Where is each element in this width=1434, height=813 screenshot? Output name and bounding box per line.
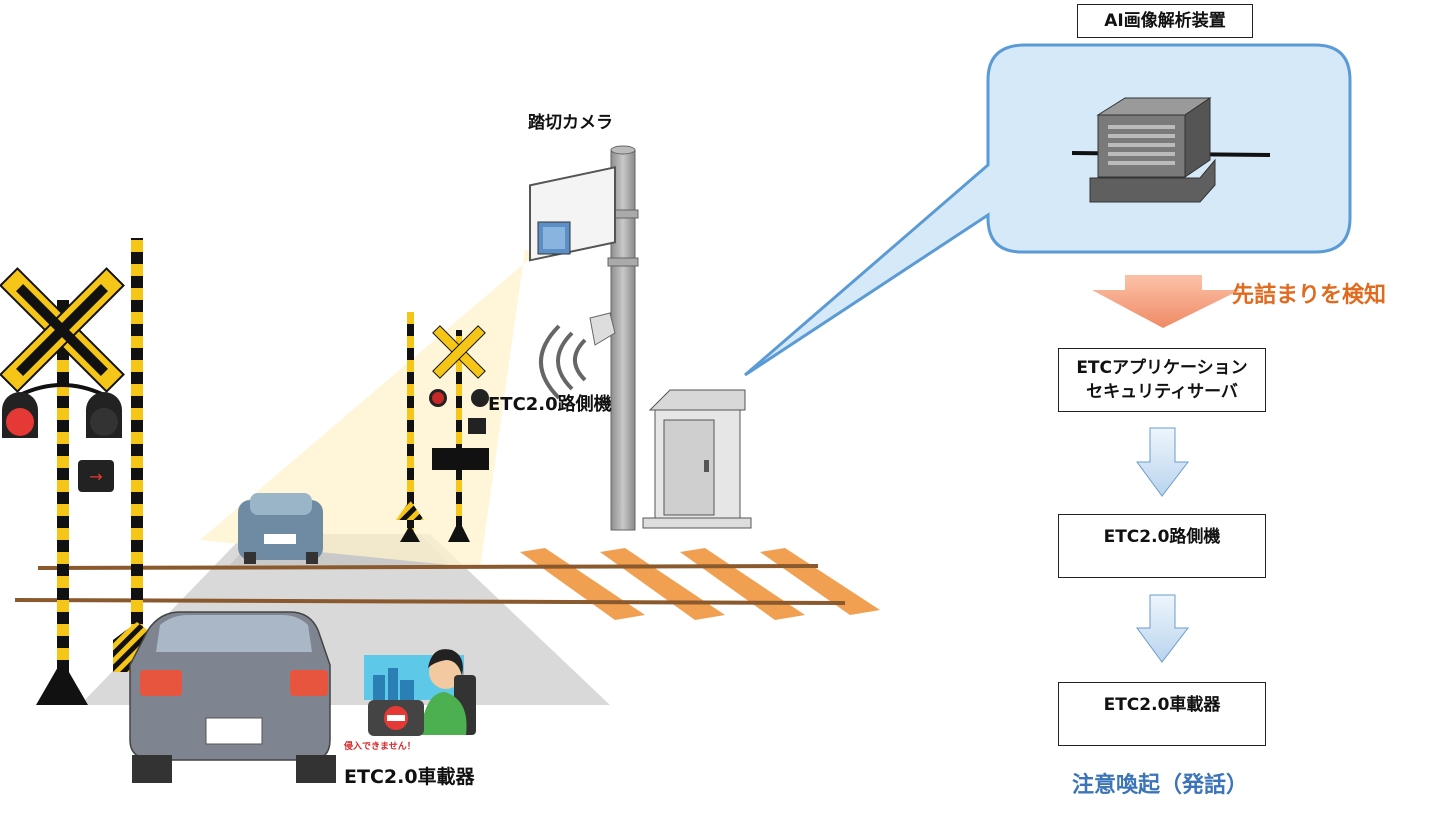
security-server-line1: ETCアプリケーション — [1076, 358, 1248, 378]
ai-device-title-text: AI画像解析装置 — [1104, 11, 1226, 31]
flow-arrow-2 — [1136, 594, 1190, 663]
crossing-signal-left: → — [0, 267, 125, 705]
svg-text:→: → — [89, 467, 102, 486]
driver-illustration — [364, 649, 476, 736]
alert-result-label: 注意喚起（発話） — [1072, 773, 1249, 798]
barrier-pole — [113, 238, 160, 678]
crossing-signal-rear — [396, 312, 489, 542]
railway-track — [14, 548, 880, 620]
detect-label: 先詰まりを検知 — [1232, 283, 1387, 308]
warning-message: 侵入できません！ — [344, 742, 416, 752]
camera-pole — [529, 145, 639, 531]
camera-label: 踏切カメラ — [528, 113, 613, 133]
ai-device-title: AI画像解析装置 — [1077, 4, 1253, 38]
security-server-box: ETCアプリケーション セキュリティサーバ — [1058, 348, 1266, 412]
equipment-cabinet — [642, 389, 752, 529]
near-car — [129, 611, 336, 783]
far-car — [238, 493, 323, 564]
detect-arrow — [1092, 275, 1240, 328]
onboard-unit-label: ETC2.0車載器 — [344, 766, 475, 788]
roadside-unit-box: ETC2.0路側機 — [1058, 514, 1266, 578]
roadside-unit-label: ETC2.0路側機 — [488, 394, 612, 415]
onboard-unit-box: ETC2.0車載器 — [1058, 682, 1266, 746]
camera-view-cone — [200, 250, 540, 568]
security-server-line2: セキュリティサーバ — [1086, 382, 1238, 402]
roadside-unit-text: ETC2.0路側機 — [1103, 527, 1221, 547]
ai-device-bubble — [744, 43, 1352, 377]
flow-arrow-1 — [1136, 427, 1190, 497]
onboard-unit-text: ETC2.0車載器 — [1103, 695, 1221, 715]
